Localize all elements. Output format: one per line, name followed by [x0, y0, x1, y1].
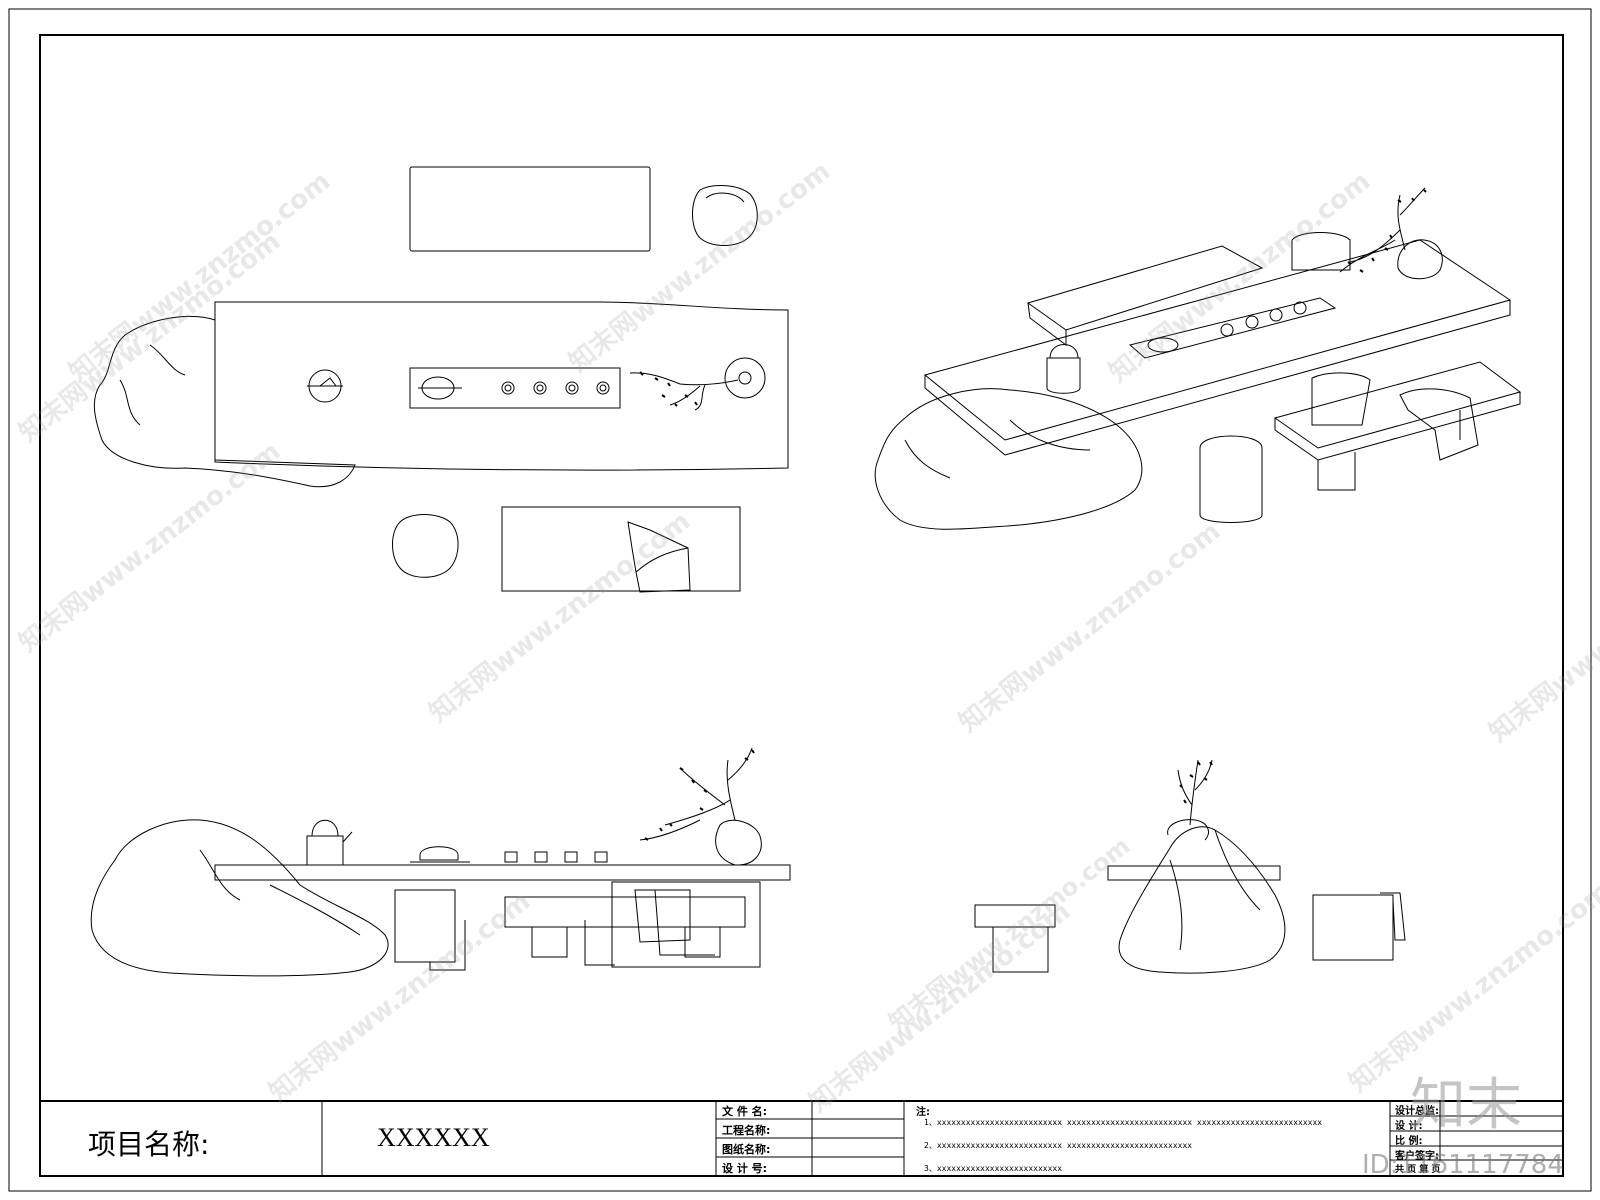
outer-frame: [8, 8, 1592, 1192]
elev-cloth: [634, 889, 715, 956]
note-line-1: 1、xxxxxxxxxxxxxxxxxxxxxxxxxx xxxxxxxxxxx…: [924, 1118, 1323, 1127]
plan-stool-bottom: [392, 514, 459, 578]
perspective-view: [874, 187, 1522, 530]
plan-rock: [93, 315, 356, 488]
side-stool-left: [974, 904, 1056, 928]
elev-branch: [639, 747, 753, 841]
persp-tea-tray: [1128, 297, 1337, 359]
side-branch: [1177, 759, 1213, 826]
persp-kettle: [1046, 344, 1081, 394]
plan-bench-top: [409, 166, 651, 252]
page-count-label: 共 页 第 页: [1395, 1165, 1441, 1175]
title-block: [40, 1100, 1563, 1176]
notes-label: 注:: [916, 1107, 930, 1118]
persp-stool-front: [1199, 435, 1263, 523]
elev-rock: [90, 819, 389, 977]
elev-stool-right: [611, 881, 761, 968]
plan-view: [93, 166, 789, 593]
side-rock: [1118, 826, 1286, 974]
inner-frame: [39, 34, 1564, 1177]
drawing-name-label: 图纸名称:: [722, 1143, 771, 1156]
elev-kettle: [306, 819, 353, 866]
side-cloth: [1380, 892, 1406, 941]
persp-stool-back: [1291, 232, 1351, 271]
elev-teapot: [410, 846, 470, 863]
project-title-label: 工程名称:: [722, 1124, 771, 1137]
persp-cloth: [1399, 388, 1479, 461]
front-elevation: [90, 747, 791, 977]
note-line-3: 3、xxxxxxxxxxxxxxxxxxxxxxxxxx: [924, 1164, 1063, 1173]
plan-vase: [724, 357, 766, 399]
file-name-label: 文 件 名:: [722, 1105, 768, 1118]
designer-label: 设 计:: [1395, 1121, 1423, 1132]
watermark-brand: 知末: [1410, 1073, 1522, 1138]
scale-label: 比 例:: [1395, 1136, 1423, 1147]
project-name-label: 项目名称:: [88, 1128, 210, 1161]
plan-bench-bottom: [501, 506, 741, 592]
plan-branch: [629, 372, 739, 411]
elev-stool-left: [394, 889, 456, 963]
design-director-label: 设计总监:: [1395, 1106, 1439, 1117]
watermark-id: ID:1161117784: [1362, 1150, 1564, 1180]
persp-rock: [874, 388, 1143, 530]
persp-bench-back: [1026, 245, 1264, 346]
side-elevation: [974, 759, 1406, 974]
note-line-2: 2、xxxxxxxxxxxxxxxxxxxxxxxxxx xxxxxxxxxxx…: [924, 1141, 1193, 1150]
plan-stool-top: [692, 185, 758, 246]
elev-table-top: [214, 864, 791, 881]
elev-bench: [504, 896, 746, 928]
project-name-value: XXXXXX: [377, 1123, 490, 1152]
side-stool-right: [1312, 894, 1394, 961]
side-vase: [1167, 819, 1209, 841]
plan-table-top: [214, 301, 789, 471]
persp-table-top: [923, 239, 1512, 456]
design-number-label: 设 计 号:: [722, 1162, 768, 1175]
plan-cloth: [627, 521, 691, 593]
persp-branch: [1339, 187, 1426, 273]
persp-vase: [1397, 239, 1443, 280]
elev-vase: [715, 819, 762, 866]
plan-tea-tray: [409, 367, 621, 409]
side-table-top: [1107, 865, 1281, 881]
client-signature-label: 客户签字:: [1395, 1151, 1439, 1162]
